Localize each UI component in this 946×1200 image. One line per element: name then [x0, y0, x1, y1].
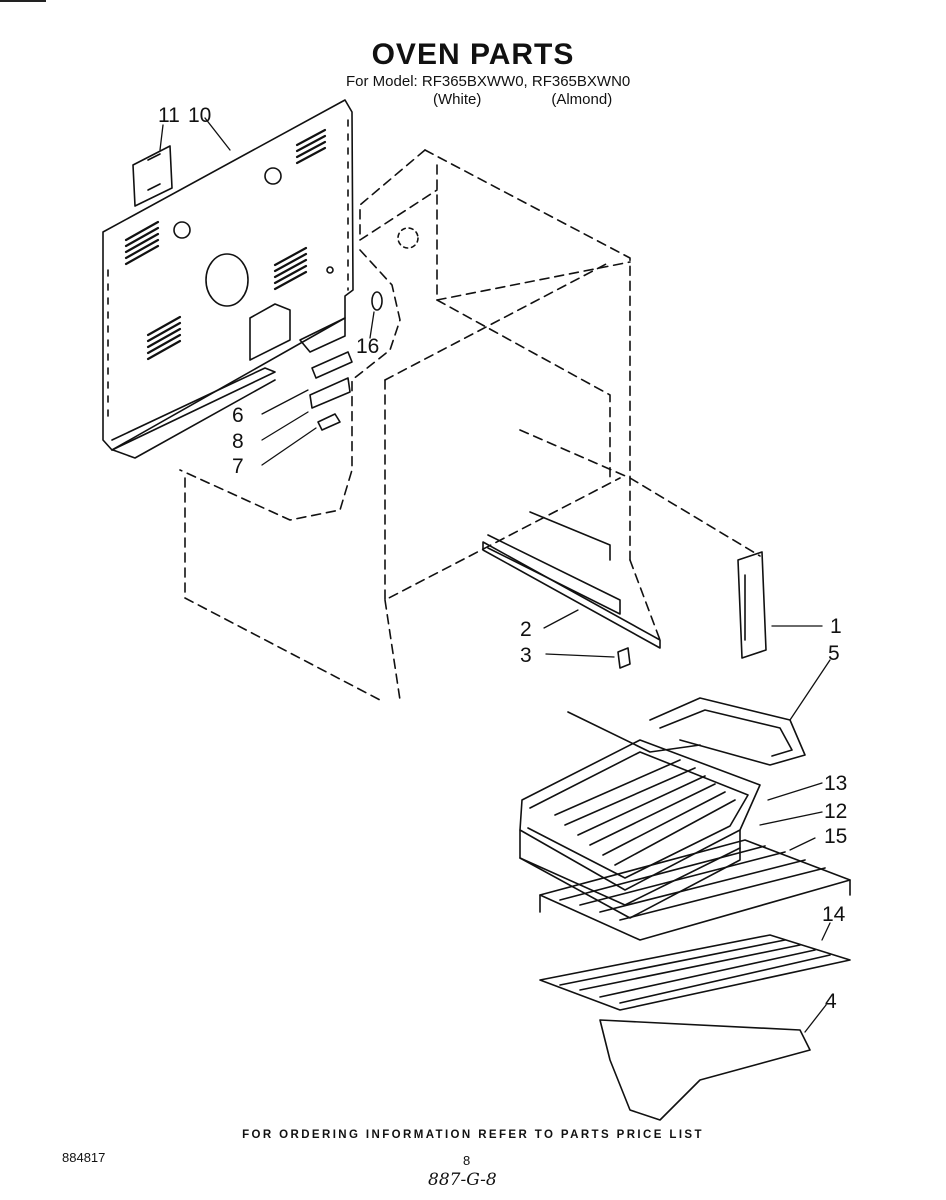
model-line: For Model: RF365BXWW0, RF365BXWN0: [346, 73, 631, 90]
document-number: 884817: [62, 1150, 106, 1165]
callout-14: 14: [822, 903, 846, 926]
handwritten-note: 887-G-8: [428, 1170, 497, 1190]
cabinet-hole: [397, 227, 419, 249]
part-1-bracket: [737, 551, 767, 659]
ordering-footer: FOR ORDERING INFORMATION REFER TO PARTS …: [242, 1129, 704, 1141]
part-15-rack: [539, 839, 851, 941]
bracket-parts: [309, 291, 383, 431]
corner-mark: [0, 0, 46, 2]
callout-numbers: 1 2 3 4 5 6 7 8 10 11 12 13 14 15 16: [158, 104, 847, 1013]
callout-leaders: [159, 117, 831, 1033]
callout-6: 6: [232, 404, 244, 427]
callout-5: 5: [828, 642, 840, 665]
callout-10: 10: [188, 104, 211, 127]
part-2-rail: [482, 511, 661, 649]
page-title: OVEN PARTS: [371, 38, 575, 71]
callout-16: 16: [356, 335, 379, 358]
callout-3: 3: [520, 644, 532, 667]
part-11-plate: [132, 145, 173, 207]
callout-15: 15: [824, 825, 847, 848]
part-3-clip: [617, 647, 631, 669]
callout-2: 2: [520, 618, 532, 641]
color-variants: (White) (Almond): [433, 91, 612, 108]
variant-almond: (Almond): [551, 91, 613, 108]
callout-13: 13: [824, 772, 847, 795]
callout-1: 1: [830, 615, 842, 638]
callout-7: 7: [232, 455, 244, 478]
callout-4: 4: [825, 990, 837, 1013]
callout-11: 11: [158, 104, 180, 127]
page-number: 8: [463, 1153, 471, 1168]
rear-panel: [102, 99, 354, 459]
broiler-pan: [519, 739, 761, 919]
part-5-element: [567, 697, 806, 766]
cabinet-frame: [179, 149, 761, 701]
part-14-rack: [539, 934, 851, 1011]
variant-white: (White): [433, 91, 482, 108]
callout-8: 8: [232, 430, 244, 453]
callout-12: 12: [824, 800, 847, 823]
part-4-element: [599, 1019, 811, 1121]
